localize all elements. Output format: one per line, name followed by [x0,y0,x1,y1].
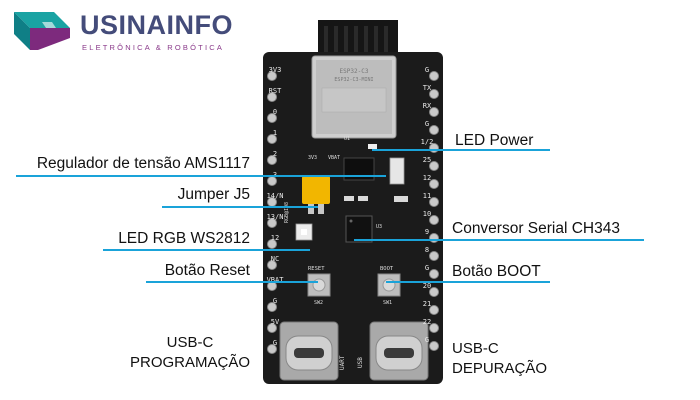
pin-label: 20 [422,282,432,290]
callout-line-serial [354,239,644,241]
callout-line-regulator [16,175,386,177]
silk-vbat: VBAT [328,155,340,161]
usb-prog-label-line2: PROGRAMAÇÃO [129,354,250,371]
pin-label: G [424,120,430,128]
pin-label: 2 [272,150,278,158]
silk-sw1: SW1 [383,300,392,306]
callout-led-rgb: LED RGB WS2812 [118,230,250,247]
silk-usb: USB [357,357,364,368]
callout-reset-button: Botão Reset [164,262,250,279]
module-text-2: ESP32-C3-MINI [334,77,373,83]
brand-name: USINAINFO [80,10,233,40]
pin-label: 11 [422,192,432,200]
pin-label: 1 [272,129,278,137]
regulator-ams1117 [343,157,375,181]
pin-label: 3V3 [268,66,282,74]
pin-label: 8 [424,246,430,254]
pin-label: 9 [424,228,430,236]
pin-label: TX [422,84,432,92]
silk-3v3: 3V3 [308,155,317,161]
callout-line-jumper [162,206,318,208]
pin-label: 12 [422,174,432,182]
pin-label: G [424,336,430,344]
pin-label: RX [422,102,432,110]
pin-label: G [272,297,278,305]
right-header [429,71,439,351]
callout-line-boot [386,281,550,283]
pin-label: 14/N [266,192,284,200]
callout-regulator: Regulador de tensão AMS1117 [36,155,250,172]
pin-label: 10 [422,210,432,218]
pin-label: VBAT [266,276,284,284]
callout-boot-button: Botão BOOT [452,263,541,280]
usb-prog-label-line1: USB-C [166,334,214,351]
silk-reset: RESET [308,266,325,272]
callout-line-reset [146,281,318,283]
pin-label: G [424,264,430,272]
pin-label: 5V [270,318,280,326]
pin-label: 0 [272,108,278,116]
usb-debug-label-line1: USB-C [452,340,499,357]
pin-label: RST [268,87,282,95]
pin-label: 12 [270,234,280,242]
pin-label: 1/2 [420,138,434,146]
silk-sw2: SW2 [314,300,323,306]
pin-label: 22 [422,318,432,326]
brand-tagline: ELETRÔNICA & ROBÓTICA [82,43,225,52]
pin-label: 25 [422,156,432,164]
module-text-1: ESP32-C3 [340,68,369,75]
board-diagram: ESP32-C3 ESP32-C3-MINI U1 D5 3V3 VBAT [263,20,443,384]
pin-label: G [424,66,430,74]
silk-boot: BOOT [380,266,394,272]
silk-rgb: RGB@IO8 [284,202,290,223]
callout-line-led-power [372,149,550,151]
silk-u3: U3 [376,224,382,230]
silk-u1: U1 [344,136,350,142]
jumper-j5 [302,176,330,204]
pin-label: 21 [422,300,432,308]
callout-serial: Conversor Serial CH343 [452,220,620,237]
callout-jumper: Jumper J5 [177,186,250,203]
callout-led-power: LED Power [455,132,534,149]
pin-label: G [272,339,278,347]
capacitor [389,157,405,185]
pin-label: NC [270,255,280,263]
logo-mark-icon [14,12,70,50]
led-power [368,144,377,149]
pin-label: 13/N [266,213,284,221]
silk-uart: UART [339,355,346,370]
left-header [267,71,277,354]
callout-line-led-rgb [103,249,310,251]
usb-debug-label-line2: DEPURAÇÃO [452,360,548,377]
